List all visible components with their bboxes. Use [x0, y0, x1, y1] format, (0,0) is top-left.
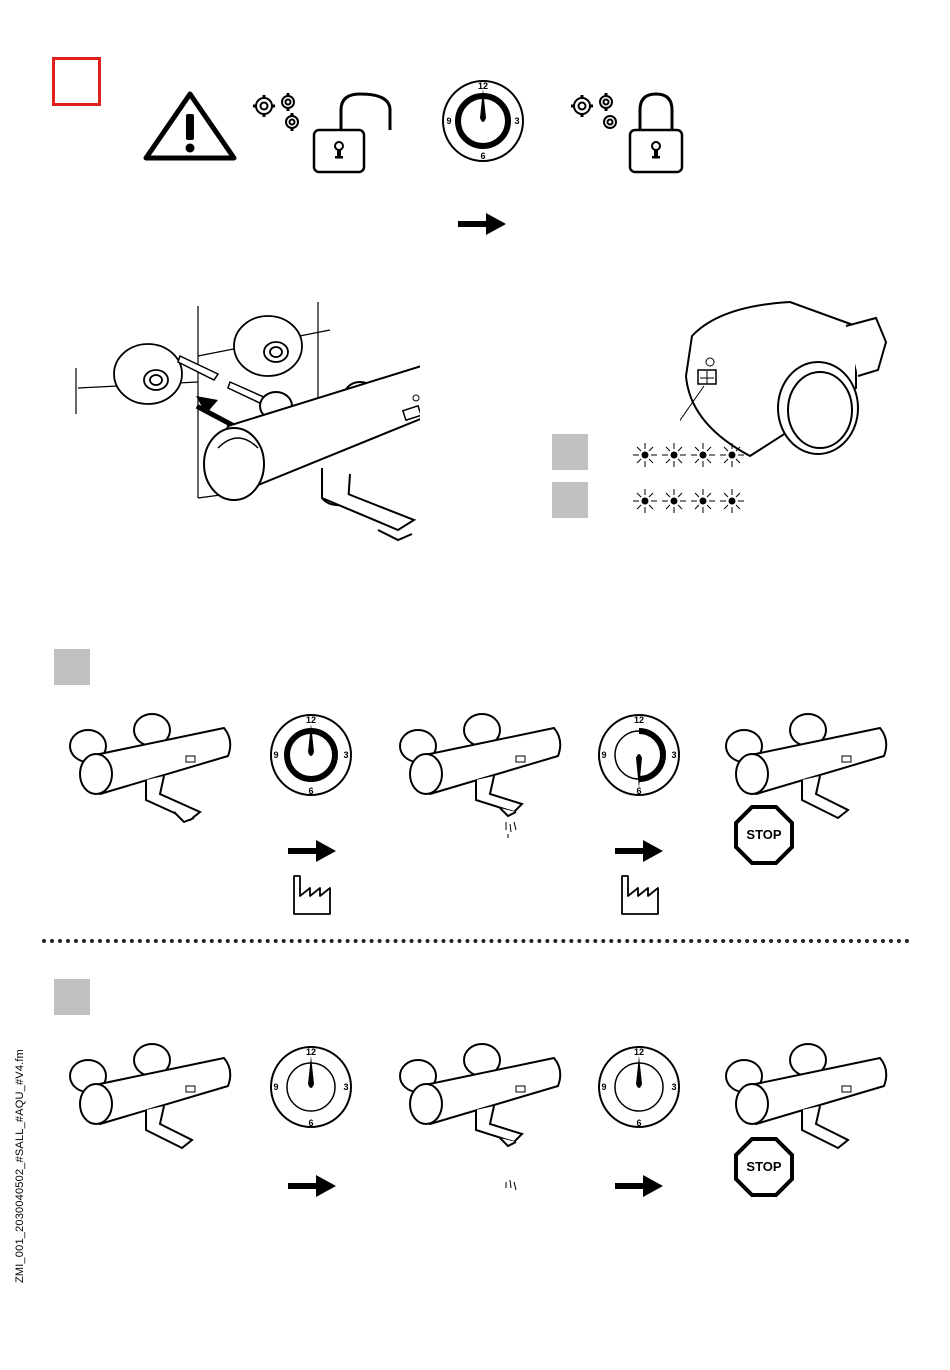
dial-label-12: 12 [634, 715, 644, 725]
marker-box [52, 57, 101, 106]
factory-icon [620, 874, 662, 916]
dial-label-3: 3 [343, 1082, 348, 1092]
arrow-right-icon [458, 213, 506, 235]
faucet-illustration [60, 1042, 235, 1160]
dial-label-6: 6 [308, 786, 313, 796]
temperature-dial: 12 3 6 9 [596, 712, 682, 798]
dial-label-3: 3 [343, 750, 348, 760]
stop-sign-icon: STOP [733, 804, 795, 866]
stop-sign-icon: STOP [733, 1136, 795, 1198]
settings-lock-icon [568, 90, 688, 176]
dial-label-9: 9 [601, 1082, 606, 1092]
faucet-illustration [60, 712, 235, 830]
step-marker [552, 482, 588, 518]
dial-label-6: 6 [308, 1118, 313, 1128]
led-blink-rows [632, 440, 748, 520]
dial-label-6: 6 [636, 786, 641, 796]
faucet-running-illustration [390, 712, 565, 850]
file-id: ZMI_001_2030040502_#SALL_#AQU_#V4.fm [14, 1036, 26, 1296]
dial-label-12: 12 [306, 1047, 316, 1057]
dial-label-12: 12 [478, 81, 488, 91]
dial-label-9: 9 [273, 1082, 278, 1092]
arrow-right-icon [288, 1175, 336, 1197]
arrow-right-icon [615, 840, 663, 862]
dial-label-12: 12 [306, 715, 316, 725]
temperature-dial: 12 3 6 9 [268, 1044, 354, 1130]
dial-label-6: 6 [636, 1118, 641, 1128]
dial-label-3: 3 [514, 116, 519, 126]
arrow-right-icon [288, 840, 336, 862]
step-marker [552, 434, 588, 470]
stop-label: STOP [746, 827, 781, 842]
dial-label-9: 9 [273, 750, 278, 760]
installation-diagram [68, 298, 420, 550]
led-detail-diagram [680, 296, 890, 464]
temperature-dial-top: 12 3 6 9 [439, 77, 527, 165]
step-marker [54, 649, 90, 685]
temperature-dial: 12 3 6 9 [596, 1044, 682, 1130]
step-marker [54, 979, 90, 1015]
dial-label-9: 9 [446, 116, 451, 126]
warning-icon [140, 88, 240, 164]
section-divider [42, 939, 910, 943]
dial-label-3: 3 [671, 1082, 676, 1092]
dial-label-12: 12 [634, 1047, 644, 1057]
temperature-dial: 12 3 6 9 [268, 712, 354, 798]
settings-unlock-icon [250, 90, 398, 176]
faucet-running-illustration [390, 1042, 565, 1192]
dial-label-9: 9 [601, 750, 606, 760]
arrow-right-icon [615, 1175, 663, 1197]
factory-icon [292, 874, 334, 916]
stop-label: STOP [746, 1159, 781, 1174]
dial-label-3: 3 [671, 750, 676, 760]
dial-label-6: 6 [480, 151, 485, 161]
